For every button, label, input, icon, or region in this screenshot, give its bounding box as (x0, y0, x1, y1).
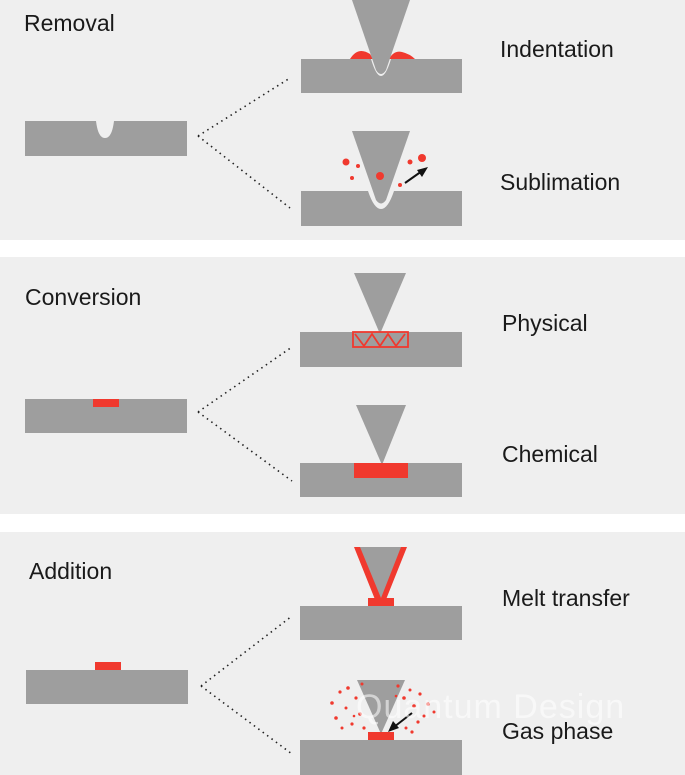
melt-deposit (368, 598, 394, 606)
addition-title: Addition (29, 558, 113, 584)
gas-substrate (300, 740, 462, 775)
physical-substrate (300, 332, 462, 367)
conversion-mark-left (93, 399, 119, 407)
removal-title: Removal (24, 10, 115, 36)
chemical-tip (356, 405, 406, 465)
sublimation-label: Sublimation (500, 169, 621, 195)
sublimation-substrate (301, 191, 462, 226)
melt-tip (360, 547, 401, 598)
gas-deposit (368, 732, 394, 740)
sublimation-arrow (404, 167, 428, 184)
gas-tip (357, 680, 405, 734)
conversion-connector-bottom (197, 411, 293, 482)
addition-panel (0, 532, 685, 775)
physical-zone (352, 331, 409, 348)
watermark: Quantum Design (356, 688, 626, 726)
conversion-connector-top (197, 346, 293, 413)
melt-substrate (300, 606, 462, 640)
removal-connector-bottom (197, 135, 291, 209)
sublimation-tip (352, 131, 410, 204)
melt-transfer-label: Melt transfer (502, 585, 630, 611)
addition-substrate-left (26, 670, 188, 704)
addition-connector-bottom (200, 685, 293, 755)
indentation-substrate (301, 59, 462, 93)
removal-substrate-left (25, 121, 187, 156)
conversion-title: Conversion (25, 284, 142, 310)
chemical-label: Chemical (502, 441, 598, 467)
removal-connector-top (197, 77, 291, 137)
indentation-tip (352, 0, 410, 74)
physical-label: Physical (502, 310, 588, 336)
indentation-label: Indentation (500, 36, 614, 62)
gas-particles (330, 682, 436, 734)
addition-connector-top (200, 615, 293, 687)
addition-mark-left (95, 662, 121, 670)
chemical-zone (354, 463, 408, 478)
sublimation-particles (342, 154, 426, 187)
indentation-pileup (350, 50, 415, 59)
physical-tip (354, 273, 406, 334)
gas-arrow (388, 712, 413, 732)
gas-phase-label: Gas phase (502, 718, 614, 744)
